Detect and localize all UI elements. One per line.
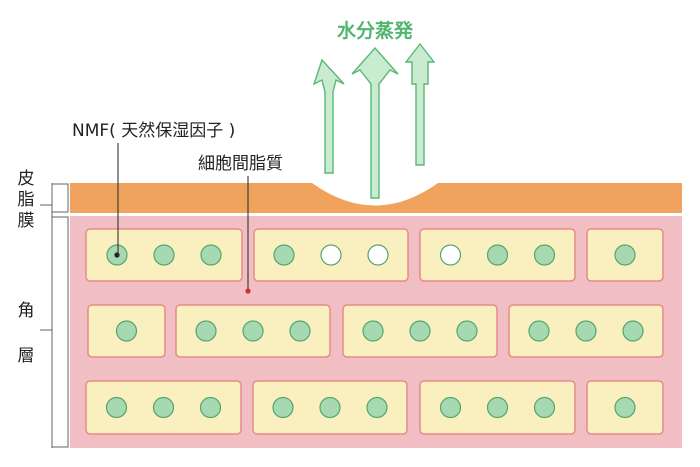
nmf-dot	[409, 320, 431, 342]
nmf-dot-empty	[320, 244, 342, 266]
sebum-bracket	[52, 183, 69, 213]
evaporation-arrow	[312, 58, 345, 174]
stratum-char-1: 角	[18, 301, 35, 321]
nmf-dot	[533, 396, 556, 419]
sebum-char-3: 膜	[18, 211, 35, 231]
sebum-char-1: 皮	[18, 169, 35, 189]
nmf-label: NMF( 天然保湿因子 )	[72, 121, 235, 141]
nmf-dot	[152, 396, 175, 419]
nmf-dot	[456, 320, 478, 342]
corneocyte-cells	[85, 228, 664, 435]
nmf-dot	[614, 244, 636, 266]
intercellular-lipid-label: 細胞間脂質	[198, 154, 283, 174]
nmf-dot	[115, 320, 138, 342]
nmf-dot	[486, 396, 509, 419]
nmf-dot	[614, 396, 636, 419]
nmf-dot	[289, 320, 311, 342]
nmf-dot	[195, 320, 217, 342]
lipid-pointer-dot	[245, 288, 251, 294]
stratum-bracket	[52, 216, 69, 448]
nmf-dot	[242, 320, 264, 342]
nmf-dot	[622, 320, 644, 342]
nmf-dot	[486, 244, 509, 266]
nmf-dot	[200, 244, 222, 266]
evaporation-arrow	[404, 42, 436, 166]
nmf-dot	[528, 320, 550, 342]
nmf-dot	[272, 396, 294, 419]
sebum-membrane-layer	[70, 183, 682, 213]
nmf-dot-empty	[439, 244, 462, 266]
nmf-dot	[366, 396, 388, 419]
evaporation-label: 水分蒸発	[337, 19, 414, 42]
nmf-dot	[273, 244, 295, 266]
stratum-char-2: 層	[18, 346, 35, 366]
nmf-dot	[533, 244, 556, 266]
nmf-dot	[575, 320, 597, 342]
evaporation-arrow	[351, 46, 399, 199]
nmf-dot	[199, 396, 222, 419]
nmf-dot-empty	[367, 244, 389, 266]
evaporation-arrows	[312, 42, 436, 199]
nmf-dot	[362, 320, 384, 342]
nmf-dot	[319, 396, 341, 419]
sebum-char-2: 脂	[18, 190, 35, 210]
nmf-dot	[105, 396, 128, 419]
nmf-dot	[153, 244, 175, 266]
nmf-dot	[439, 396, 462, 419]
nmf-pointer-dot	[114, 252, 120, 258]
